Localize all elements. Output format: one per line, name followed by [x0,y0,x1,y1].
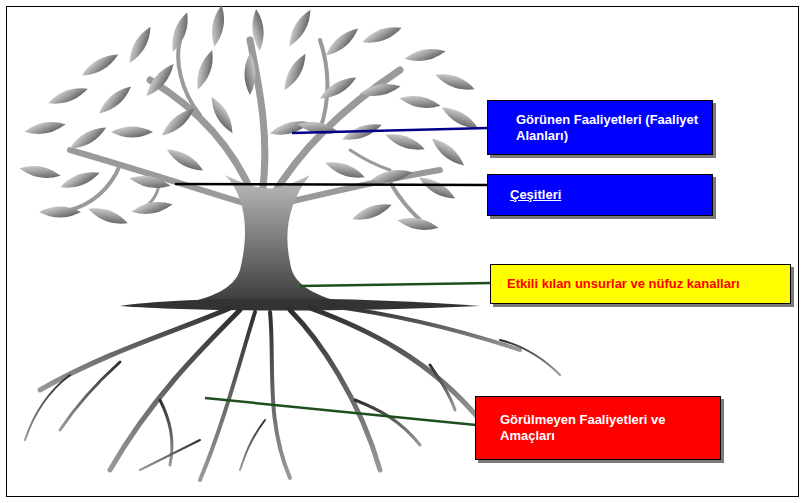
tree-trunk [190,175,340,302]
ground-line [120,299,480,311]
box-label: Görülmeyen Faaliyetleri ve Amaçları [500,412,712,444]
leader-line [300,283,491,286]
visible-activities-box: Görünen Faaliyetleri (Faaliyet Alanları) [487,100,713,155]
influence-box: Etkili kılan unsurlar ve nüfuz kanalları [490,264,791,304]
frame [7,7,799,497]
hidden-activities-box: Görülmeyen Faaliyetleri ve Amaçları [475,396,721,460]
leader-line [292,128,488,133]
box-label: Çeşitleri [510,187,561,203]
box-label: Görünen Faaliyetleri (Faaliyet Alanları) [516,112,704,144]
box-label: Etkili kılan unsurlar ve nüfuz kanalları [507,276,740,292]
leader-line [175,184,488,185]
leader-line [205,398,476,425]
types-box: Çeşitleri [487,174,713,216]
tree-leaves [18,4,481,233]
